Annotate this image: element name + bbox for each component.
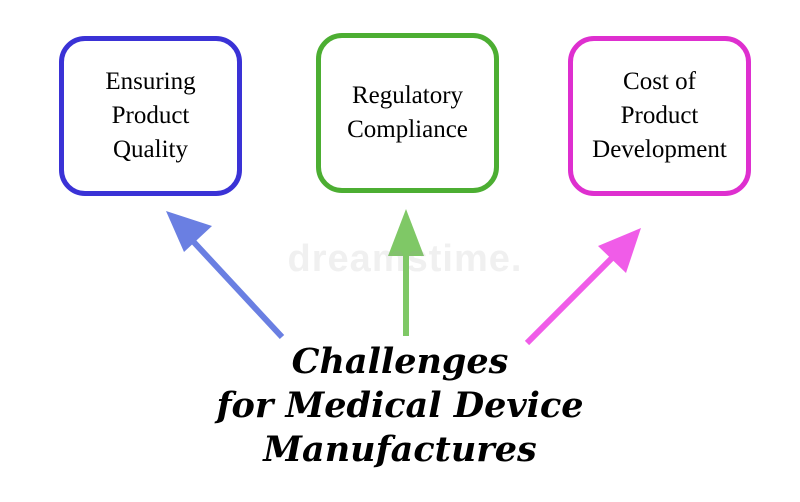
box-regulatory-compliance: Regulatory Compliance bbox=[316, 33, 499, 193]
arrow-to-product-quality bbox=[166, 211, 285, 340]
title-line-2: for Medical Device bbox=[216, 385, 584, 426]
box-label-ensuring-product-quality: Ensuring Product Quality bbox=[105, 68, 196, 163]
box-ensuring-product-quality: Ensuring Product Quality bbox=[59, 36, 242, 196]
box-cost-of-product-development: Cost of Product Development bbox=[568, 36, 751, 196]
box-label-cost-of-product-development: Cost of Product Development bbox=[592, 68, 727, 163]
diagram-title: Challenges for Medical Device Manufactur… bbox=[100, 340, 700, 472]
arrow-to-regulatory-compliance bbox=[388, 209, 424, 336]
watermark: dreamstime. bbox=[287, 238, 523, 280]
title-line-1: Challenges bbox=[291, 341, 509, 382]
title-line-3: Manufactures bbox=[263, 429, 537, 470]
box-label-regulatory-compliance: Regulatory Compliance bbox=[347, 82, 468, 143]
arrow-to-product-development-cost bbox=[524, 228, 641, 346]
